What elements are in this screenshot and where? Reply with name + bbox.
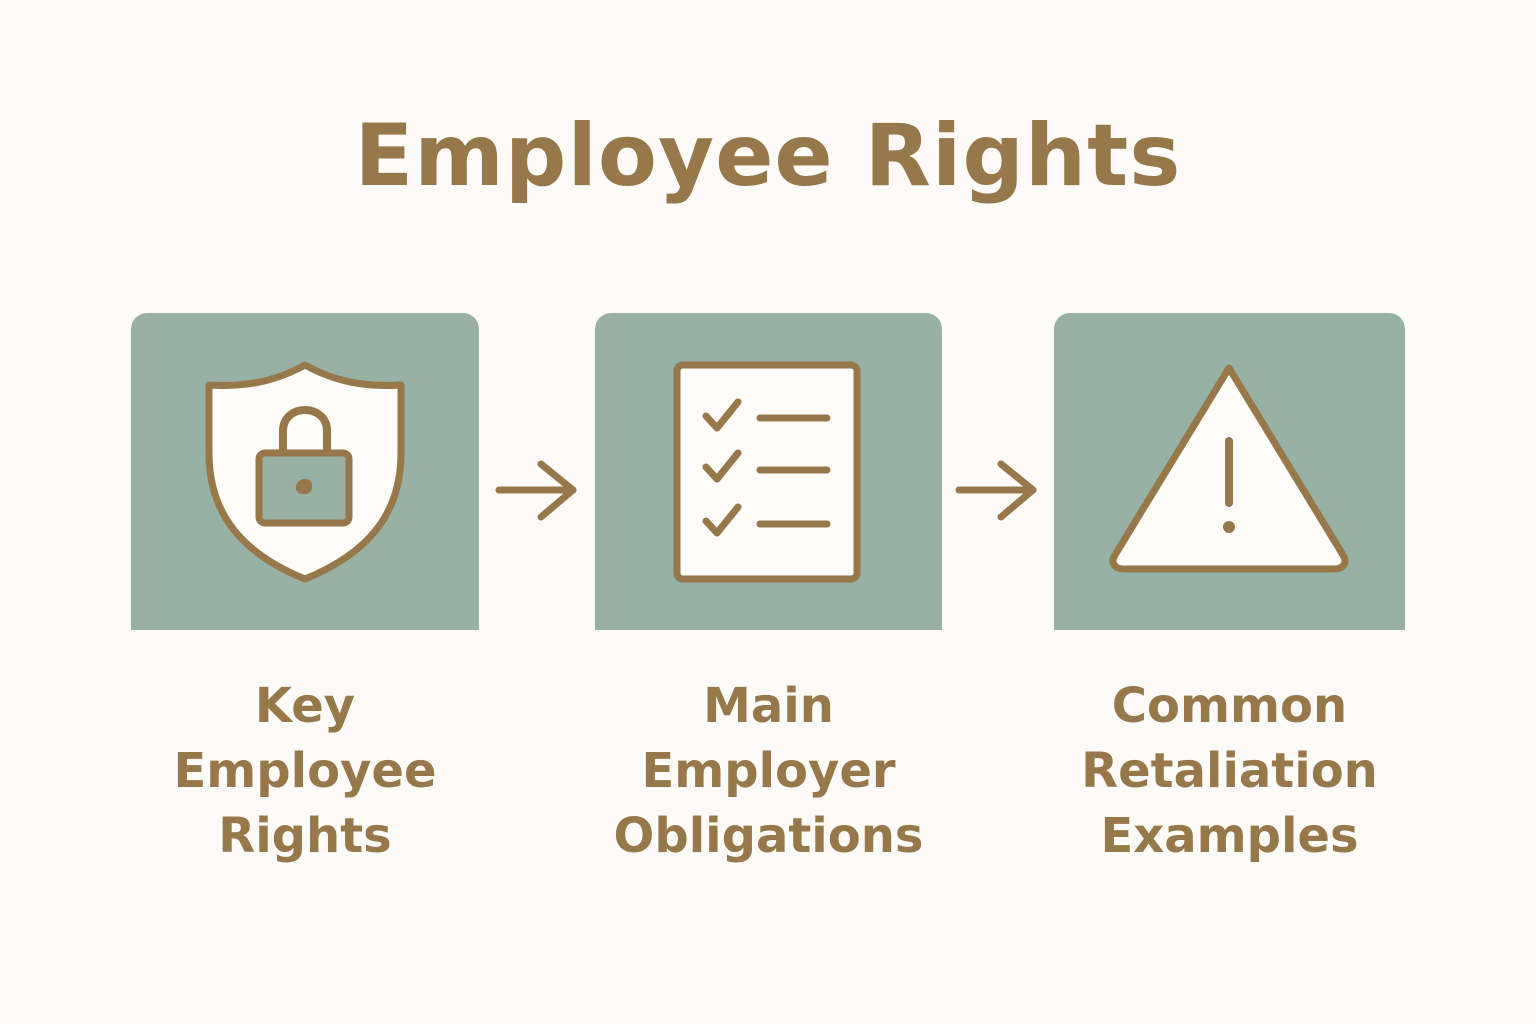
step-card-common-retaliation-examples <box>1054 313 1405 630</box>
label-line: Main <box>703 678 834 734</box>
label-line: Rights <box>218 808 392 864</box>
check-mark <box>702 503 742 537</box>
shield-lock-icon <box>205 361 405 583</box>
label-line: Examples <box>1100 808 1359 864</box>
arrow-right-icon <box>495 460 577 521</box>
step-label: Key Employee Rights <box>131 674 479 869</box>
label-line: Employer <box>641 743 896 799</box>
step-label: Main Employer Obligations <box>595 674 942 869</box>
label-line: Key <box>254 678 356 734</box>
lock-keyhole <box>295 478 313 495</box>
check-mark <box>702 398 742 432</box>
arrow-right-icon <box>955 460 1037 521</box>
label-line: Employee <box>173 743 437 799</box>
step-label: Common Retaliation Examples <box>1054 674 1405 869</box>
lock-shackle <box>279 406 331 457</box>
check-mark <box>702 449 742 483</box>
checklist-icon <box>673 361 861 583</box>
label-line: Obligations <box>613 808 924 864</box>
step-card-key-employee-rights <box>131 313 479 630</box>
label-line: Common <box>1111 678 1348 734</box>
page-title: Employee Rights <box>354 106 1182 206</box>
warning-triangle-icon <box>1109 364 1349 573</box>
exclamation-dot <box>1223 521 1235 533</box>
label-line: Retaliation <box>1081 743 1378 799</box>
step-card-main-employer-obligations <box>595 313 942 630</box>
